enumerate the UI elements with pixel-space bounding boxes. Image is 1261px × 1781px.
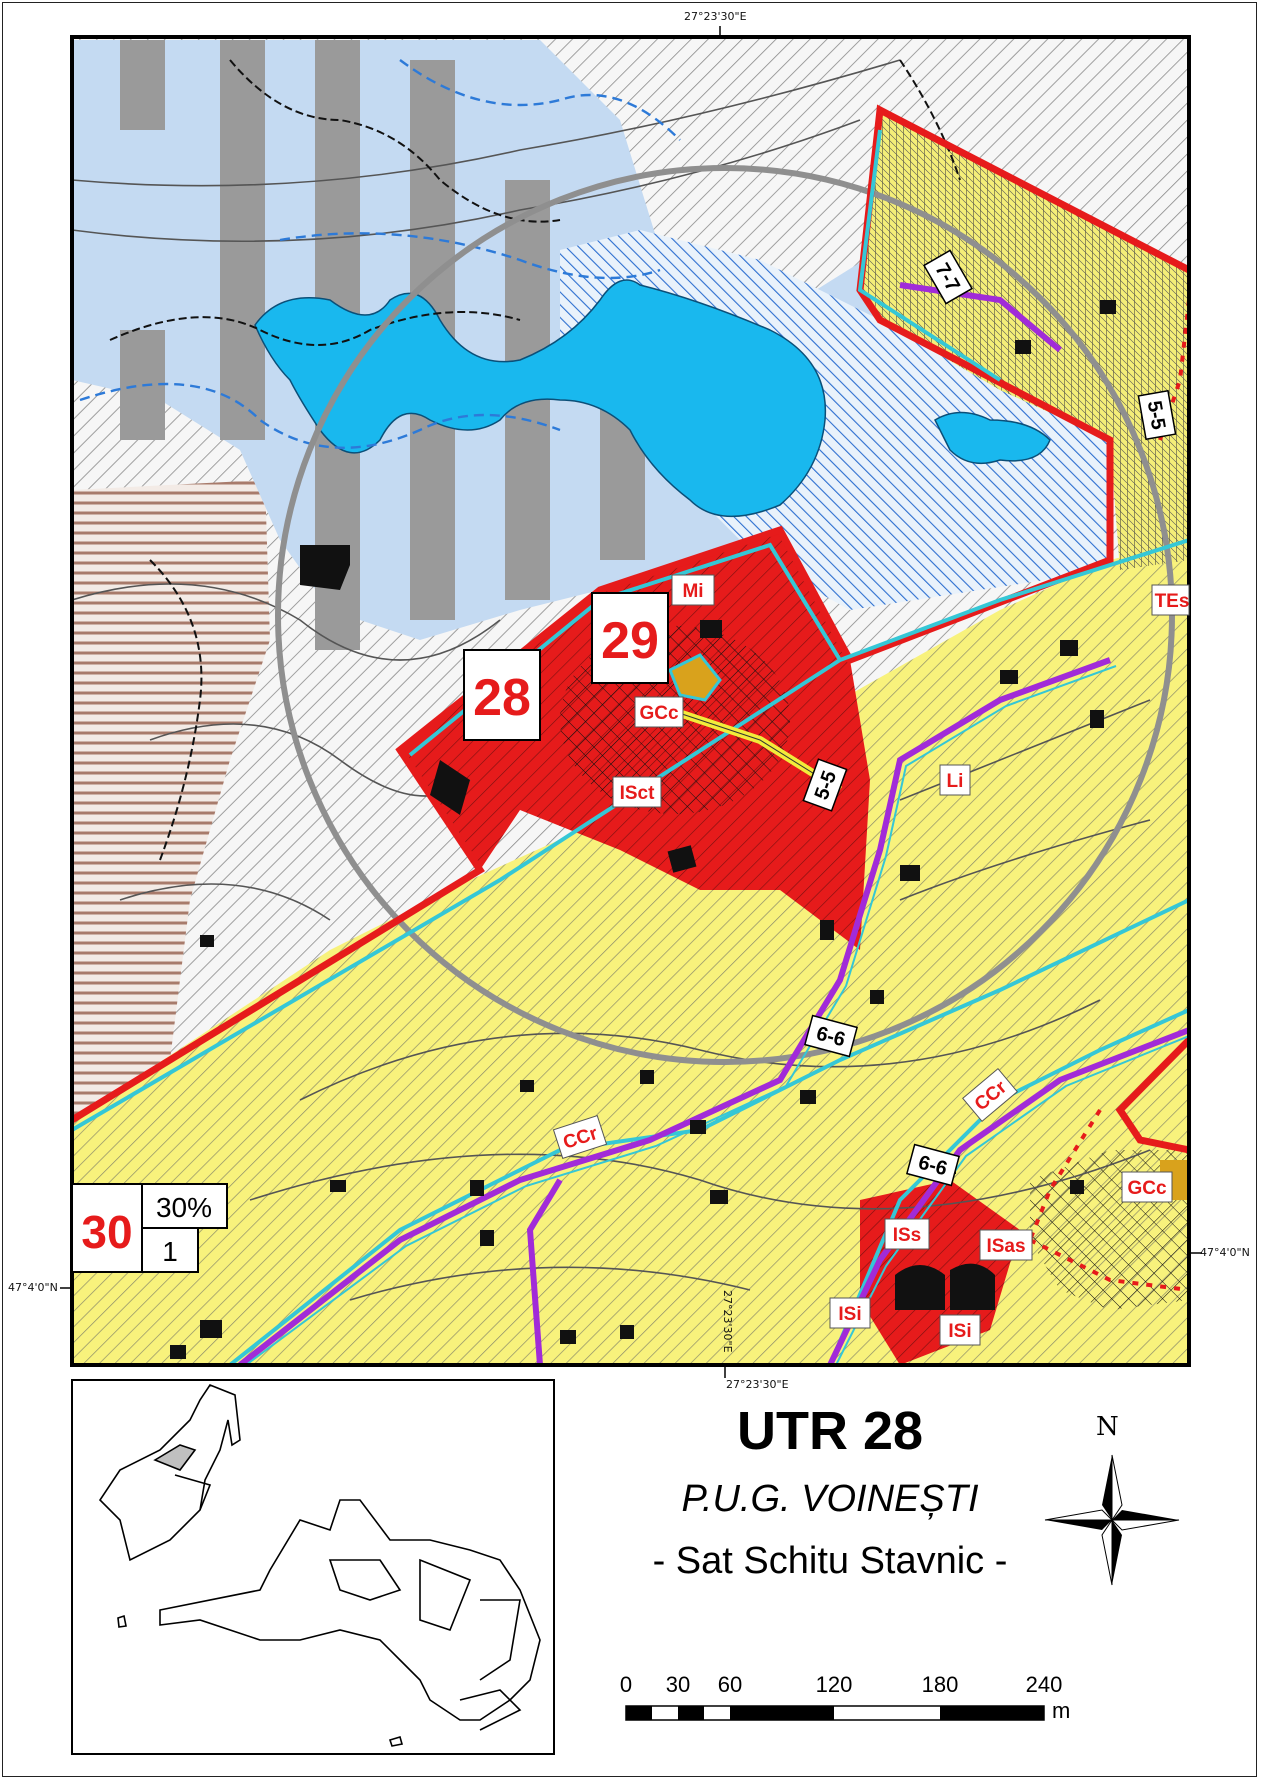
scale-label-0: 0 xyxy=(619,1672,633,1697)
zone-isct-box xyxy=(612,776,662,808)
profile-66-mid-box xyxy=(803,1014,859,1058)
water-body-main xyxy=(254,279,827,518)
zone-isi-right-box xyxy=(939,1314,981,1346)
zone-isi-left-box xyxy=(829,1297,871,1329)
coord-inner-lon: 27°23'30"E xyxy=(721,1290,734,1353)
escarpment-lines xyxy=(109,59,961,861)
zone-code-isi-left: ISi xyxy=(838,1304,861,1325)
cemetery-plot xyxy=(668,653,722,702)
map-title: UTR 28 xyxy=(736,1401,924,1461)
zone-gcc-right-box xyxy=(1121,1171,1173,1203)
contour-lines xyxy=(72,59,1151,1301)
water-body-small xyxy=(934,411,1051,465)
utr-29-label: 29 xyxy=(601,612,659,670)
zone-te-box xyxy=(1151,584,1190,616)
scale-label-30: 30 xyxy=(665,1672,691,1697)
zone-code-gcc-right: GCc xyxy=(1127,1178,1167,1199)
utr-28-label: 28 xyxy=(473,669,531,727)
coord-left-lat: 47°4'0"N xyxy=(8,1281,58,1294)
inset-locator-map xyxy=(71,1379,555,1755)
map-frame xyxy=(70,35,1191,1367)
utr-box-28 xyxy=(463,649,541,741)
utr-30-pot-value: 30% xyxy=(156,1192,212,1223)
residential-zone xyxy=(72,540,1189,1365)
scale-label-120: 120 xyxy=(815,1672,853,1697)
north-arrow-icon xyxy=(1044,1454,1180,1586)
zone-code-iss: ISs xyxy=(893,1225,922,1246)
zone-code-te: TEs xyxy=(1155,591,1190,612)
coord-right-lat: 47°4'0"N xyxy=(1200,1246,1250,1259)
zone-iss-box xyxy=(884,1218,930,1250)
zone-code-isas: ISas xyxy=(986,1236,1025,1257)
buildings xyxy=(170,300,1116,1359)
coord-top-lon: 27°23'30"E xyxy=(684,10,747,23)
zone-code-li: Li xyxy=(947,771,964,792)
road-profile-5-5-top: 5-5 xyxy=(1143,399,1170,431)
utr-box-30 xyxy=(71,1183,228,1273)
utr-boundary-red-lower xyxy=(1115,1037,1189,1154)
utr-30-cut-value: 1 xyxy=(162,1236,178,1267)
zone-code-isct: ISct xyxy=(620,783,656,804)
zone-code-mi: Mi xyxy=(682,581,703,602)
profile-55-mid-box xyxy=(802,758,848,812)
scale-label-60: 60 xyxy=(717,1672,743,1697)
forest-zone xyxy=(72,480,270,1130)
zone-ccr-left-box xyxy=(552,1114,608,1160)
dotted-boundary xyxy=(1028,299,1189,1292)
scale-label-240: 240 xyxy=(1025,1672,1063,1697)
scale-unit: m xyxy=(1052,1698,1071,1723)
north-label: N xyxy=(1096,1412,1119,1442)
scale-bar xyxy=(625,1705,1045,1721)
zone-gcc-box xyxy=(634,696,684,728)
utr-30-label: 30 xyxy=(81,1206,132,1258)
map-village-name: - Sat Schitu Stavnic - xyxy=(652,1540,1008,1582)
profile-55-top-box xyxy=(1137,389,1177,441)
zone-code-gcc-top: GCc xyxy=(639,703,679,724)
flood-limits xyxy=(79,59,681,449)
scale-label-180: 180 xyxy=(921,1672,959,1697)
profile-77-box xyxy=(922,249,974,305)
zone-code-isi-right: ISi xyxy=(948,1321,971,1342)
zone-li-box xyxy=(939,764,971,796)
map-area xyxy=(72,37,1189,1365)
coordinate-ticks xyxy=(60,26,1202,1378)
utr-box-29 xyxy=(591,592,669,684)
map-subtitle: P.U.G. VOINEȘTI xyxy=(681,1478,979,1520)
profile-66-low-box xyxy=(905,1143,961,1187)
zone-ccr-right-box xyxy=(962,1068,1018,1122)
zone-mi-box xyxy=(671,574,715,606)
zone-isas-box xyxy=(979,1229,1033,1261)
coord-bottom-lon: 27°23'30"E xyxy=(726,1378,789,1391)
